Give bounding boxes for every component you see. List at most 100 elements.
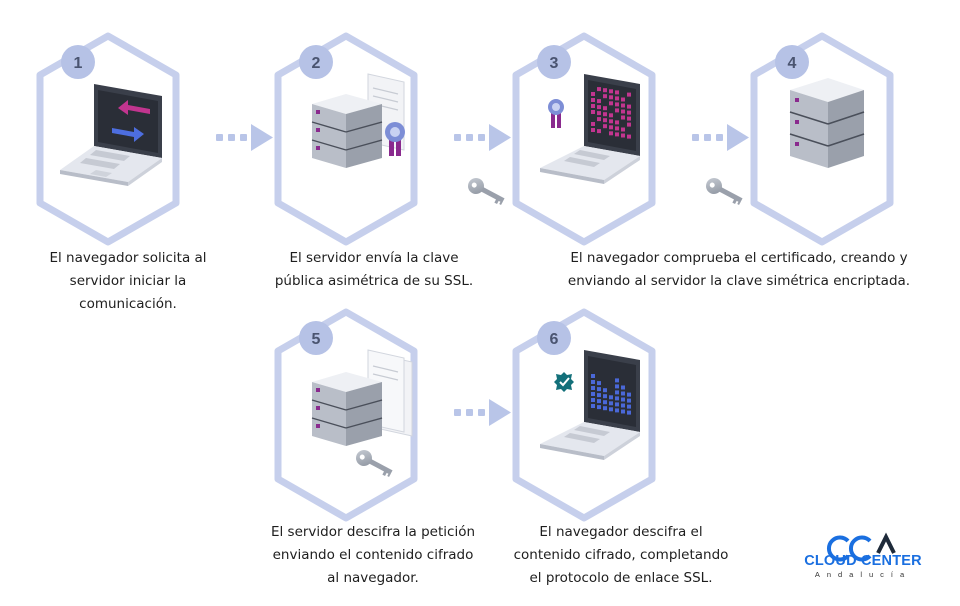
screen-pixel [621,385,625,390]
screen-pixel [621,103,625,108]
step-6-caption-line: contenido cifrado, completando [513,547,729,563]
logo-name: CLOUD CENTER [804,553,922,569]
screen-pixel [627,410,631,415]
screen-pixel [597,105,601,110]
laptop-decrypted-screen-icon [540,350,640,460]
screen-pixel [615,90,619,95]
screen-pixel [603,94,607,99]
screen-pixel [591,380,595,384]
screen-pixel [603,112,607,117]
screen-pixel [615,378,619,383]
screen-pixel [621,115,625,120]
screen-pixel [597,129,601,134]
cloud-center-logo-icon [826,532,896,562]
arrow-2-to-3 [454,124,511,151]
step-6-caption: El navegador descifra el contenido cifra… [496,521,746,590]
screen-pixel [621,397,625,402]
step-2-caption: El servidor envía la clave pública asimé… [256,247,492,293]
screen-pixel [591,104,595,108]
screen-pixel [609,89,613,94]
step-1-caption-line: servidor iniciar la [69,273,187,289]
screen-pixel [603,400,607,405]
step-badge-6: 6 [537,321,571,355]
screen-pixel [615,396,619,401]
screen-pixel [603,118,607,123]
step-badge-3: 3 [537,45,571,79]
screen-pixel [591,98,595,102]
screen-pixel [597,87,601,92]
screen-pixel [615,102,619,107]
screen-pixel [609,101,613,106]
step-number-6: 6 [550,331,559,348]
screen-pixel [615,402,619,407]
arrow-3-to-4 [692,124,749,151]
screen-pixel [627,116,631,121]
laptop-encrypted-screen-icon [540,74,640,184]
step-3-caption-line: enviando al servidor la clave simétrica … [567,273,911,289]
key-icon [468,178,505,205]
screen-pixel [609,407,613,412]
server-certificate-icon [311,73,405,168]
step-1-caption: El navegador solicita al servidor inicia… [28,247,228,316]
step-2-caption-line: El servidor envía la clave [289,250,459,266]
screen-pixel [591,374,595,378]
screen-pixel [615,108,619,113]
screen-pixel [627,404,631,409]
screen-pixel [597,111,601,116]
screen-pixel [591,110,595,114]
screen-pixel [597,405,601,410]
screen-pixel [597,117,601,122]
screen-pixel [597,381,601,386]
screen-pixel [597,99,601,104]
screen-pixel [603,394,607,399]
screen-pixel [597,399,601,404]
screen-pixel [591,392,595,396]
screen-pixel [597,393,601,398]
screen-pixel [609,113,613,118]
step-number-4: 4 [788,55,797,72]
screen-pixel [621,97,625,102]
screen-pixel [609,395,613,400]
step-1-caption-line: El navegador solicita al [49,250,207,266]
screen-pixel [627,110,631,115]
step-number-1: 1 [74,55,83,72]
screen-pixel [627,134,631,139]
step-number-2: 2 [312,55,321,72]
screen-pixel [621,409,625,414]
screen-pixel [615,126,619,131]
key-icon [356,450,393,477]
step-badge-2: 2 [299,45,333,79]
screen-pixel [609,95,613,100]
screen-pixel [621,127,625,132]
arrow-1-to-2 [216,124,273,151]
arrow-5-to-6 [454,399,511,426]
screen-pixel [603,388,607,393]
screen-pixel [591,404,595,408]
step-5-caption-line: El servidor descifra la petición [270,524,476,540]
screen-pixel [615,96,619,101]
step-5-caption: El servidor descifra la petición enviand… [248,521,498,590]
screen-pixel [627,398,631,403]
step-badge-4: 4 [775,45,809,79]
verified-check-icon [554,372,574,392]
screen-pixel [621,133,625,138]
screen-pixel [615,408,619,413]
screen-pixel [627,92,631,97]
laptop-exchange-icon [60,84,162,186]
screen-pixel [591,92,595,96]
screen-pixel [609,119,613,124]
screen-pixel [609,125,613,130]
logo-region: Andalucía [814,570,912,579]
screen-pixel [603,124,607,129]
screen-pixel [603,406,607,411]
step-3-caption: El navegador comprueba el certificado, c… [540,247,938,293]
step-1-caption-line: comunicación. [79,296,177,312]
server-icon [789,78,865,168]
screen-pixel [615,390,619,395]
step-3-caption-line: El navegador comprueba el certificado, c… [570,250,908,266]
screen-pixel [597,387,601,392]
screen-pixel [621,403,625,408]
step-5-caption-line: enviando el contenido cifrado [272,547,474,563]
step-6-caption-line: El navegador descifra el [539,524,703,540]
